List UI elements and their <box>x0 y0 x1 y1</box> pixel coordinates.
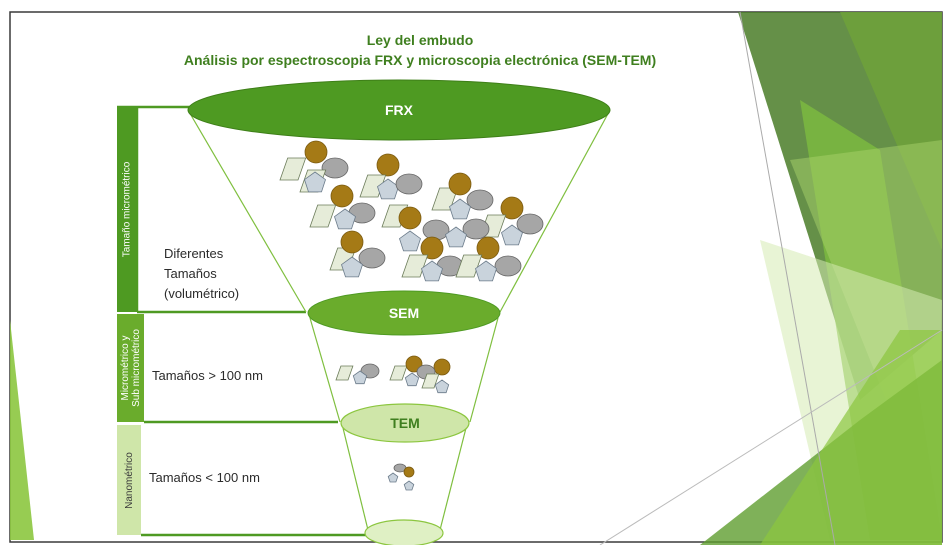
bar-connectors <box>117 105 366 537</box>
particle-parallelogram <box>421 373 440 389</box>
particle-circle <box>398 206 422 230</box>
above-100nm-label: Tamaños > 100 nm <box>152 368 263 383</box>
frx-label: FRX <box>385 102 413 118</box>
particle-pentagon <box>341 256 363 278</box>
bottom-ellipse <box>364 519 444 545</box>
particle-ellipse <box>321 157 349 179</box>
particle-pentagon <box>334 208 356 230</box>
bar-nanometric <box>117 425 141 535</box>
particle-parallelogram <box>455 254 483 278</box>
particle-circle <box>476 236 500 260</box>
particle-circle <box>376 153 400 177</box>
submicrometric-text: Micrométrico y Sub micrométrico <box>120 329 142 407</box>
particle-ellipse <box>516 213 544 235</box>
different-sizes-line2: Tamaños <box>164 266 217 281</box>
particle-ellipse <box>494 255 522 277</box>
particle-pentagon <box>434 379 450 394</box>
particle-ellipse <box>462 218 490 240</box>
particle-pentagon <box>403 480 415 491</box>
particle-parallelogram <box>389 365 408 381</box>
particle-pentagon <box>404 372 420 387</box>
slide-subtitle: Análisis por espectroscopia FRX y micros… <box>183 52 657 68</box>
particle-circle <box>304 140 328 164</box>
particle-parallelogram <box>309 204 337 228</box>
submicrometric-text-line1: Micrométrico y <box>119 335 131 401</box>
particle-ellipse <box>395 173 423 195</box>
different-sizes-label: Diferentes Tamaños (volumétrico) <box>164 244 239 304</box>
particle-pentagon <box>501 224 523 246</box>
particle-circle <box>420 236 444 260</box>
particle-circle <box>330 184 354 208</box>
particle-pentagon <box>449 198 471 220</box>
micrometric-text: Tamaño micrométrico <box>121 161 133 258</box>
particle-circle <box>403 466 415 478</box>
particle-parallelogram <box>279 157 307 181</box>
different-sizes-line3: (volumétrico) <box>164 286 240 301</box>
particle-pentagon <box>352 370 368 385</box>
particle-circle <box>405 355 423 373</box>
particle-ellipse <box>466 189 494 211</box>
particle-circle <box>448 172 472 196</box>
particle-pentagon <box>421 260 443 282</box>
particle-pentagon <box>304 171 326 193</box>
bar-micrometric <box>117 107 137 312</box>
particle-circle <box>433 358 451 376</box>
sem-label: SEM <box>388 305 420 321</box>
tem-label: TEM <box>390 415 420 431</box>
decorative-triangle-left <box>10 320 34 540</box>
particle-pentagon <box>475 260 497 282</box>
different-sizes-line1: Diferentes <box>164 246 224 261</box>
particle-ellipse <box>422 219 450 241</box>
particle-parallelogram <box>335 365 354 381</box>
sem-ellipse <box>307 290 501 336</box>
tem-ellipse <box>340 403 470 443</box>
particle-parallelogram <box>401 254 429 278</box>
particle-pentagon <box>387 472 399 483</box>
particle-pentagon <box>399 230 421 252</box>
frx-ellipse <box>187 79 611 141</box>
nanometric-side-label: Nanométrico <box>117 425 141 535</box>
particles-group <box>279 140 544 491</box>
submicrometric-text-line2: Sub micrométrico <box>130 329 142 407</box>
particle-circle <box>340 230 364 254</box>
micrometric-side-label: Tamaño micrométrico <box>117 107 137 312</box>
particle-ellipse <box>358 247 386 269</box>
slide-title: Ley del embudo <box>366 32 474 48</box>
nanometric-text: Nanométrico <box>123 451 135 509</box>
bar-submicrometric <box>117 314 144 422</box>
particle-pentagon <box>445 226 467 248</box>
funnel-outline <box>187 109 611 531</box>
below-100nm-label: Tamaños < 100 nm <box>149 470 260 485</box>
decorative-triangles-right <box>599 11 943 545</box>
particle-circle <box>500 196 524 220</box>
submicrometric-side-label: Micrométrico y Sub micrométrico <box>117 314 144 422</box>
